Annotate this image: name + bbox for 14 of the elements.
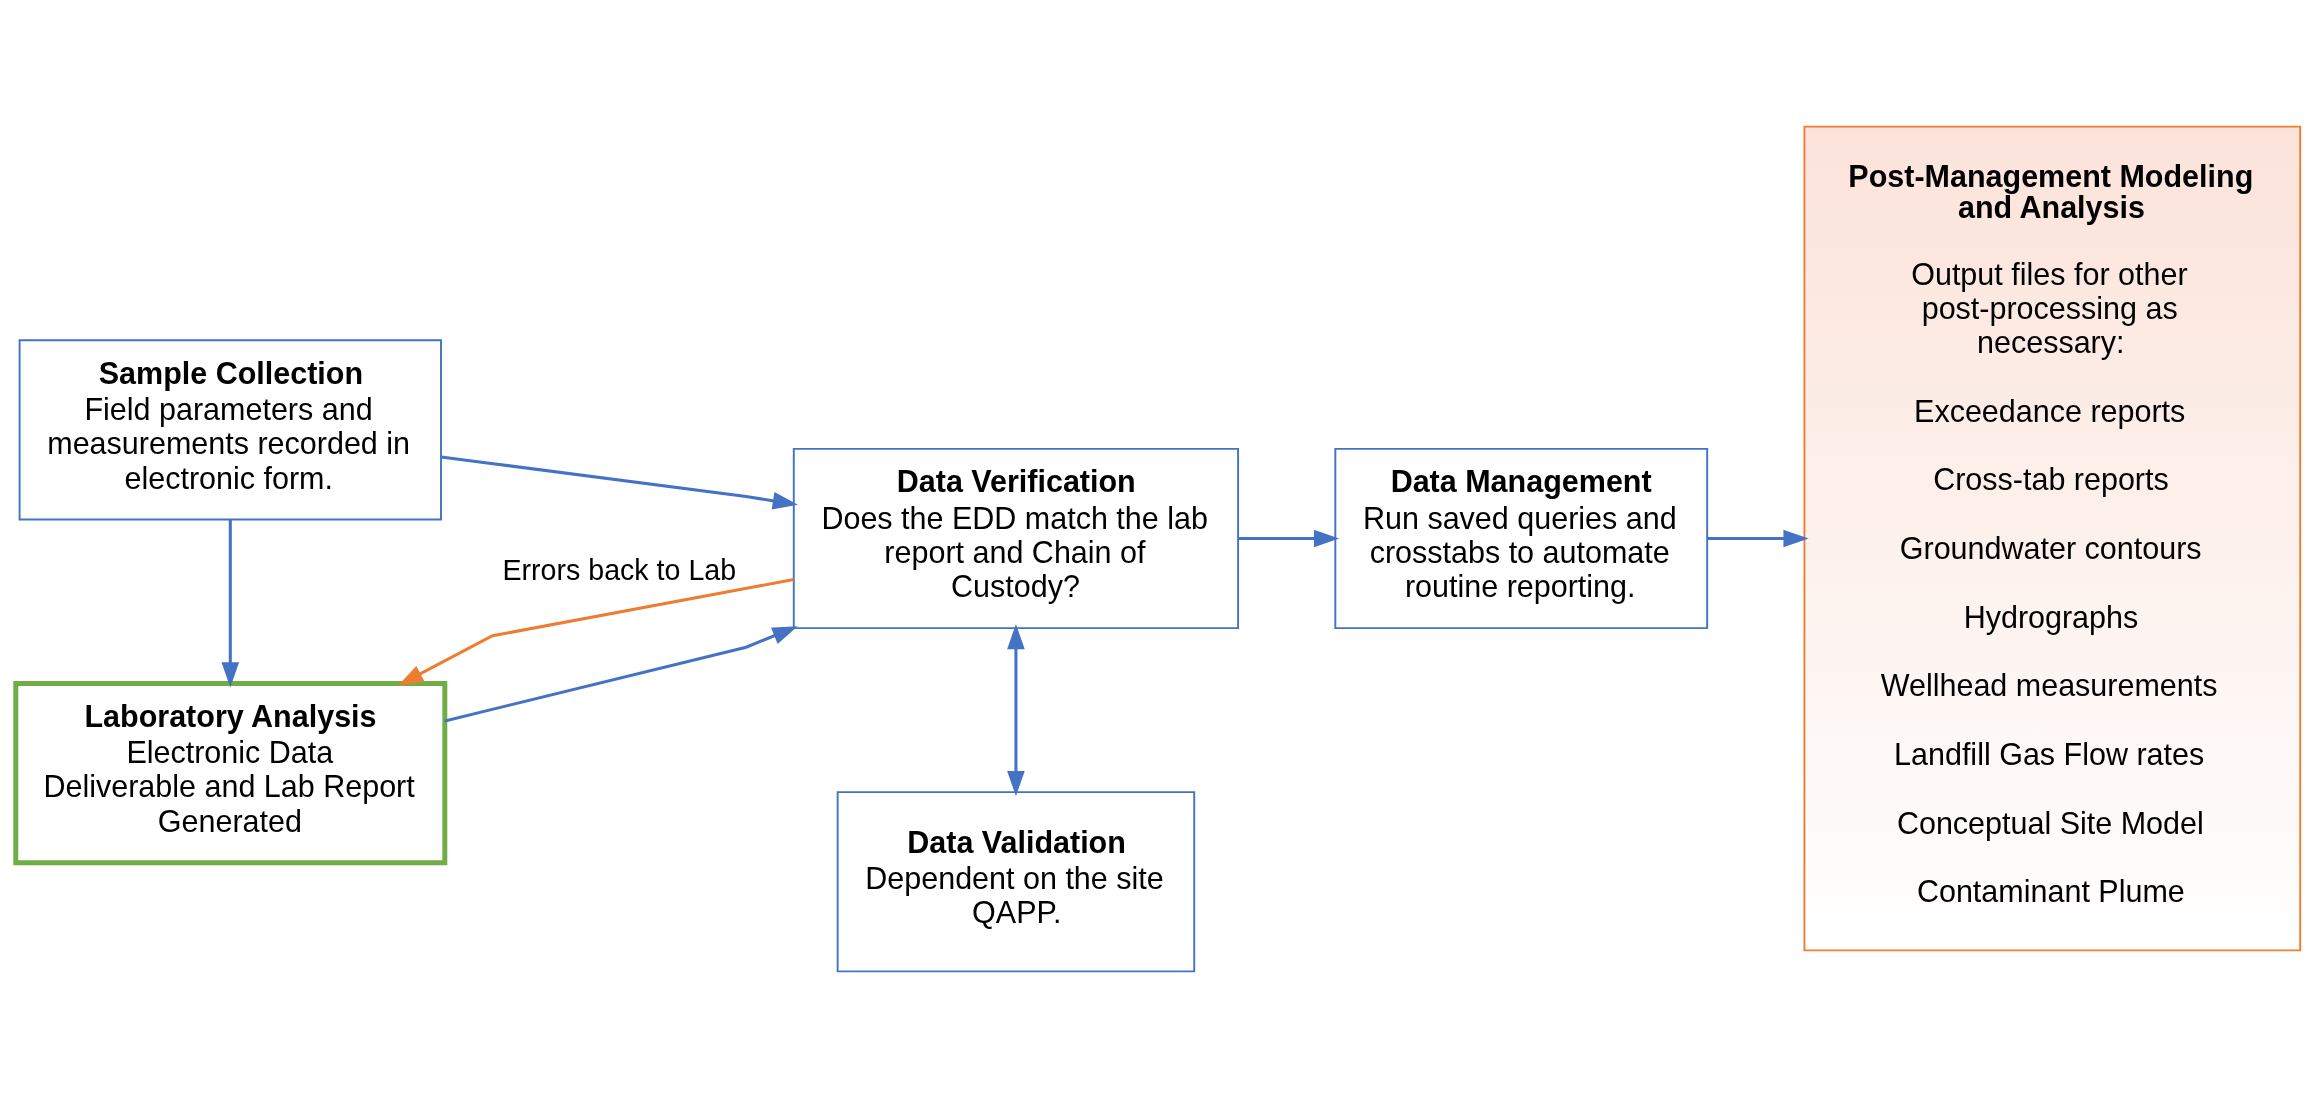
node-box: Data Management Run saved queries and crosstabs to automate routine reporting.	[1334, 447, 1709, 630]
arrow	[1007, 624, 1025, 797]
arrow	[1238, 529, 1340, 548]
node-box: Post-Management Modeling and Analysis Output files for other post-processing as necessary: Exceedance reports Cross-tab reports Groundwater contours Hydrographs Wellhead measurements Landfill Gas Flow rates Conceptual Site Model Contaminant Plume	[1803, 125, 2302, 952]
edge-label: Errors back to Lab	[502, 554, 737, 587]
arrow	[221, 520, 240, 688]
node-box: Laboratory Analysis Electronic Data Deliverable and Lab Report Generated	[13, 680, 448, 866]
node-box: Sample Collection Field parameters and measurements recorded in electronic form.	[18, 339, 442, 521]
node-box: Data Validation Dependent on the site QAPP.	[836, 791, 1196, 973]
arrow	[398, 578, 794, 686]
arrow	[444, 626, 798, 723]
arrow	[441, 455, 798, 510]
arrow	[1707, 529, 1809, 548]
node-box: Data Verification Does the EDD match the lab report and Chain of Custody?	[792, 447, 1240, 630]
